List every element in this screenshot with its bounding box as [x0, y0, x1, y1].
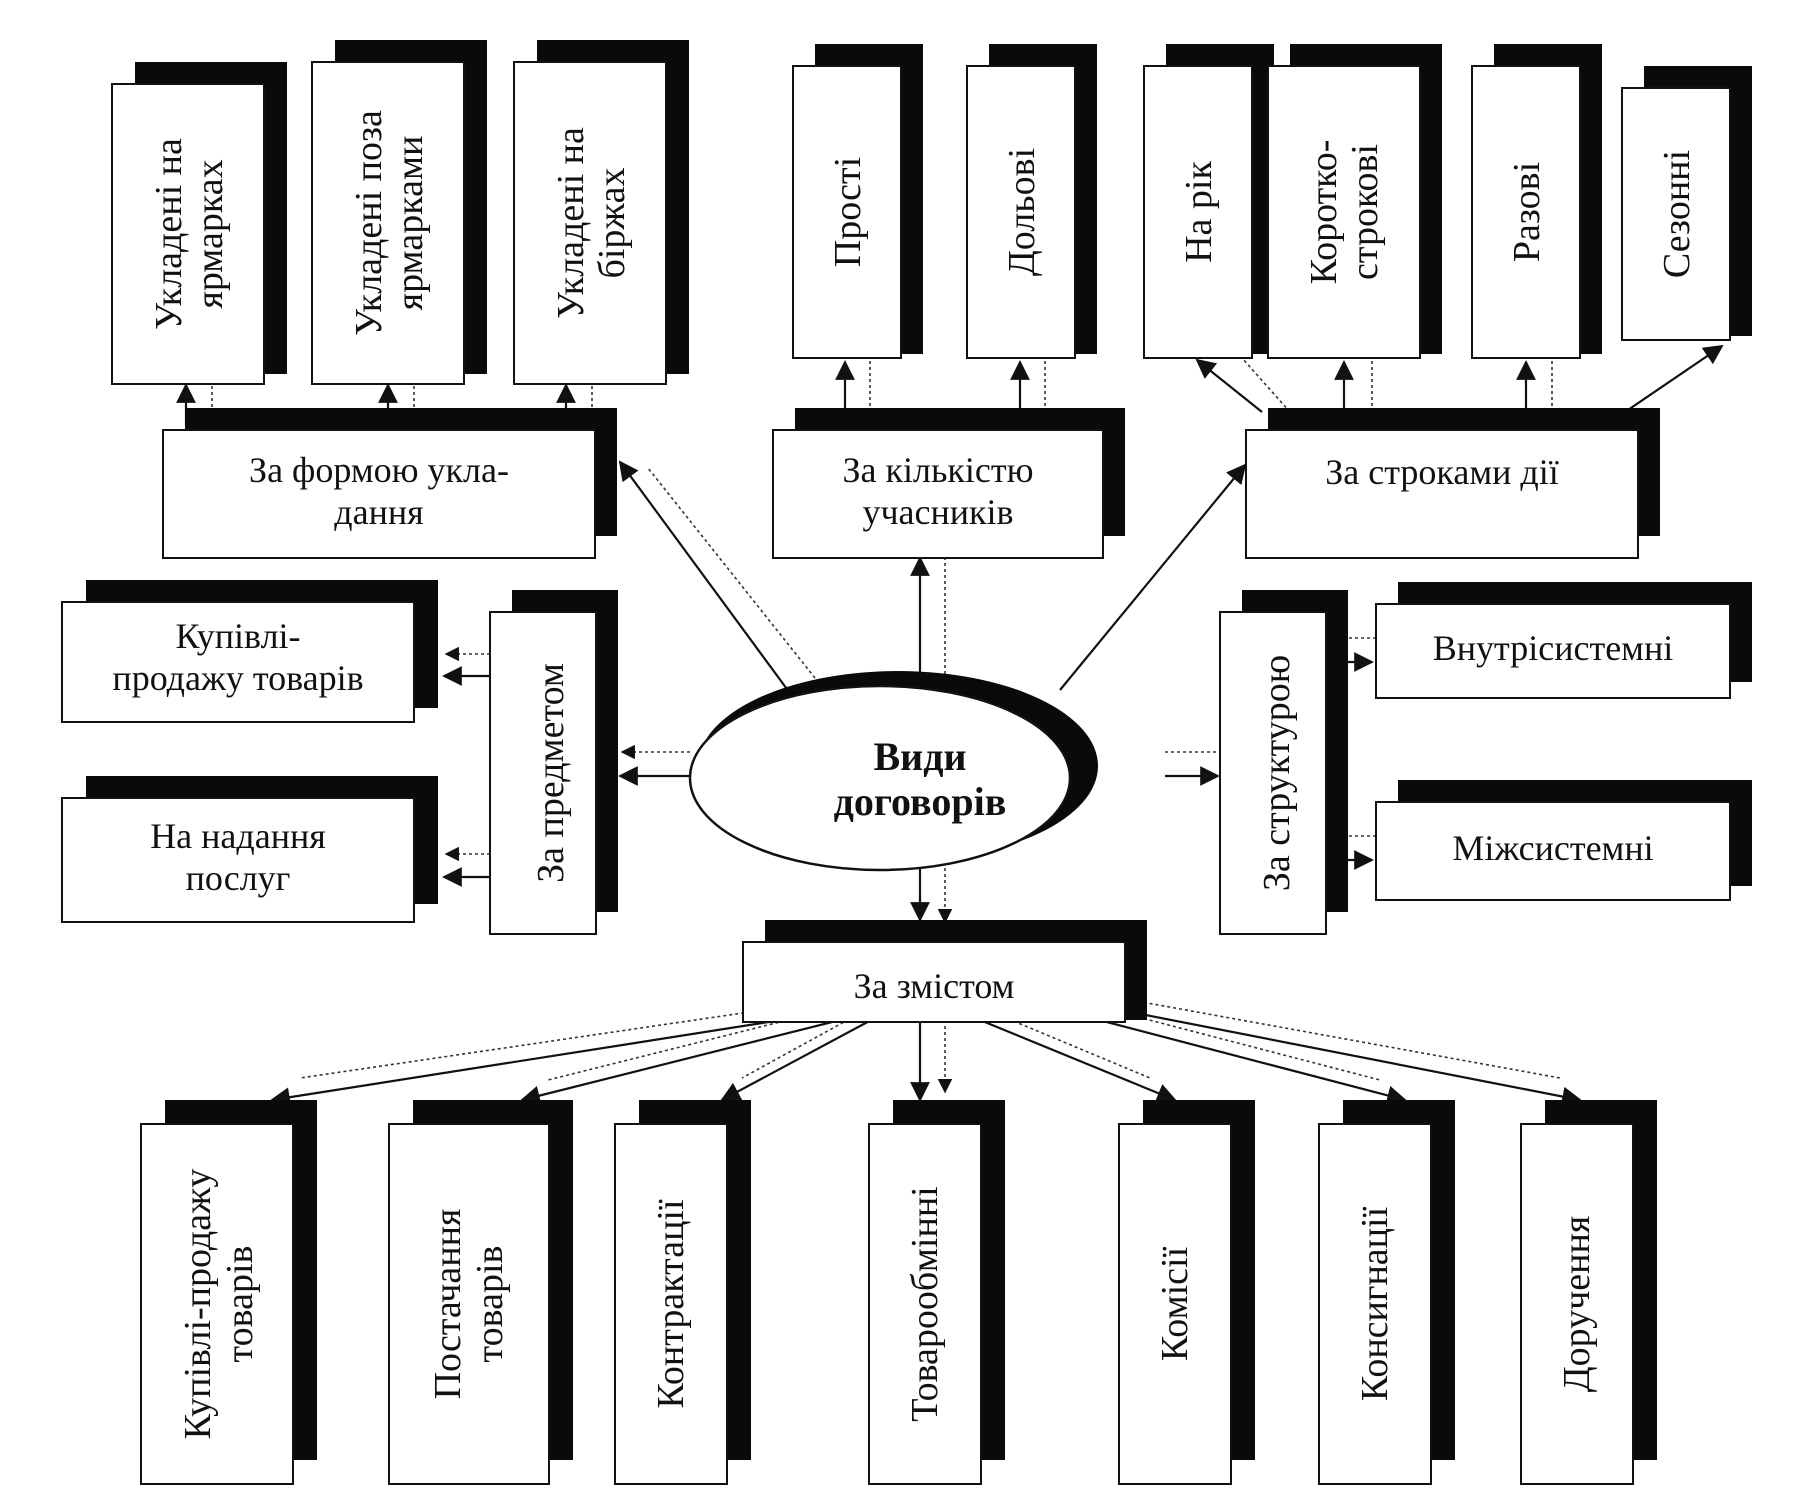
connector-term-item-4 [1624, 344, 1724, 413]
count-items: Прості Дольові [792, 44, 1097, 359]
term-item-3-line1: Разові [1506, 162, 1548, 262]
form-item-3-line2: біржах [591, 167, 633, 278]
term-item-2-line2: строкові [1344, 144, 1386, 280]
connector-content-item-3 [720, 1017, 876, 1101]
category-count-line2: учасників [862, 492, 1013, 532]
count-item-1: Прості [792, 44, 923, 359]
connector-center-form-dot [647, 467, 816, 679]
form-item-3-line1: Укладені на [550, 127, 592, 319]
subject-item-1: Купівлі- продажу товарів [61, 580, 438, 723]
structure-item-1-line1: Внутрісистемні [1433, 628, 1673, 668]
form-items: Укладені на ярмарках Укладені поза ярмар… [111, 40, 689, 385]
form-item-2-line1: Укладені поза [348, 110, 390, 336]
center-title-line2: договорів [834, 779, 1007, 824]
connector-content-item-6-dot [1079, 1001, 1381, 1081]
content-item-3: Контрактації [614, 1100, 751, 1485]
content-item-2: Постачання товарів [388, 1100, 573, 1485]
category-structure-line1: За структурою [1256, 655, 1298, 891]
center-title-line1: Види [873, 734, 966, 779]
connector-content-item-6 [1079, 1013, 1407, 1106]
content-item-7: Доручення [1520, 1100, 1657, 1485]
term-item-4-line1: Сезонні [1656, 150, 1698, 278]
category-subject: За предметом [489, 590, 618, 935]
content-item-4-line1: Товарообмінні [904, 1186, 946, 1421]
structure-item-1: Внутрісистемні [1375, 582, 1752, 699]
category-structure: За структурою [1219, 590, 1348, 935]
category-form-line1: За формою укла- [249, 450, 509, 490]
content-item-1-line1: Купівлі-продажу [177, 1169, 219, 1440]
subject-item-1-line1: Купівлі- [175, 616, 300, 656]
category-subject-line1: За предметом [530, 663, 572, 883]
category-content: За змістом [742, 920, 1147, 1023]
term-items: На рік Коротко- строкові Разові Сезонні [1143, 44, 1752, 359]
term-item-3: Разові [1471, 44, 1602, 359]
connector-content-item-7 [1119, 1008, 1582, 1107]
count-item-2-line1: Дольові [1001, 148, 1043, 276]
term-item-1: На рік [1143, 44, 1274, 359]
content-item-6-line1: Консигнації [1354, 1206, 1396, 1401]
count-item-2: Дольові [966, 44, 1097, 359]
content-item-1-line2: товарів [219, 1246, 261, 1363]
connector-term-item-1 [1195, 358, 1263, 413]
connector-center-form [618, 460, 796, 701]
form-item-1-line2: ярмарках [189, 159, 231, 308]
center-node: Види договорів [688, 671, 1098, 872]
term-item-1-line1: На рік [1178, 161, 1220, 263]
category-term: За строками дії [1245, 408, 1660, 559]
form-item-1: Укладені на ярмарках [111, 62, 287, 385]
content-items: Купівлі-продажу товарів Постачання товар… [140, 1100, 1657, 1485]
term-item-2-line1: Коротко- [1303, 140, 1345, 285]
content-item-7-line1: Доручення [1556, 1216, 1598, 1393]
form-item-2: Укладені поза ярмарками [311, 40, 487, 385]
form-item-2-line2: ярмарками [389, 136, 431, 311]
count-item-1-line1: Прості [827, 157, 869, 267]
structure-items: Внутрісистемні Міжсистемні [1375, 582, 1752, 901]
term-item-2: Коротко- строкові [1267, 44, 1442, 359]
content-item-5-line1: Комісії [1154, 1246, 1196, 1361]
content-item-6: Консигнації [1318, 1100, 1455, 1485]
structure-item-2: Міжсистемні [1375, 780, 1752, 901]
subject-item-2-line2: послуг [186, 858, 291, 898]
content-item-2-line2: товарів [469, 1246, 511, 1363]
form-item-1-line1: Укладені на [148, 138, 190, 330]
subject-item-2-line1: На надання [150, 816, 326, 856]
category-content-line1: За змістом [854, 966, 1015, 1006]
content-item-3-line1: Контрактації [650, 1199, 692, 1409]
connector-content-item-5 [974, 1016, 1177, 1103]
connector-content-item-1 [270, 1008, 846, 1108]
subject-items: Купівлі- продажу товарів На надання посл… [61, 580, 438, 923]
connector-center-term [1059, 463, 1247, 691]
subject-item-1-line2: продажу товарів [112, 658, 363, 698]
content-item-2-line1: Постачання [427, 1209, 469, 1400]
category-term-line1: За строками дії [1325, 452, 1558, 492]
category-form: За формою укла- дання [162, 408, 617, 559]
structure-item-2-line1: Міжсистемні [1452, 828, 1653, 868]
content-item-4: Товарообмінні [868, 1100, 1005, 1485]
subject-item-2: На надання послуг [61, 776, 438, 923]
content-item-5: Комісії [1118, 1100, 1255, 1485]
category-form-line2: дання [334, 492, 423, 532]
category-count-line1: За кількістю [843, 450, 1034, 490]
category-count: За кількістю учасників [772, 408, 1125, 559]
content-item-1: Купівлі-продажу товарів [140, 1100, 317, 1485]
term-item-4: Сезонні [1621, 66, 1752, 341]
connector-content-item-2 [520, 1013, 861, 1106]
form-item-3: Укладені на біржах [513, 40, 689, 385]
connector-content-item-7-dot [1119, 997, 1561, 1079]
